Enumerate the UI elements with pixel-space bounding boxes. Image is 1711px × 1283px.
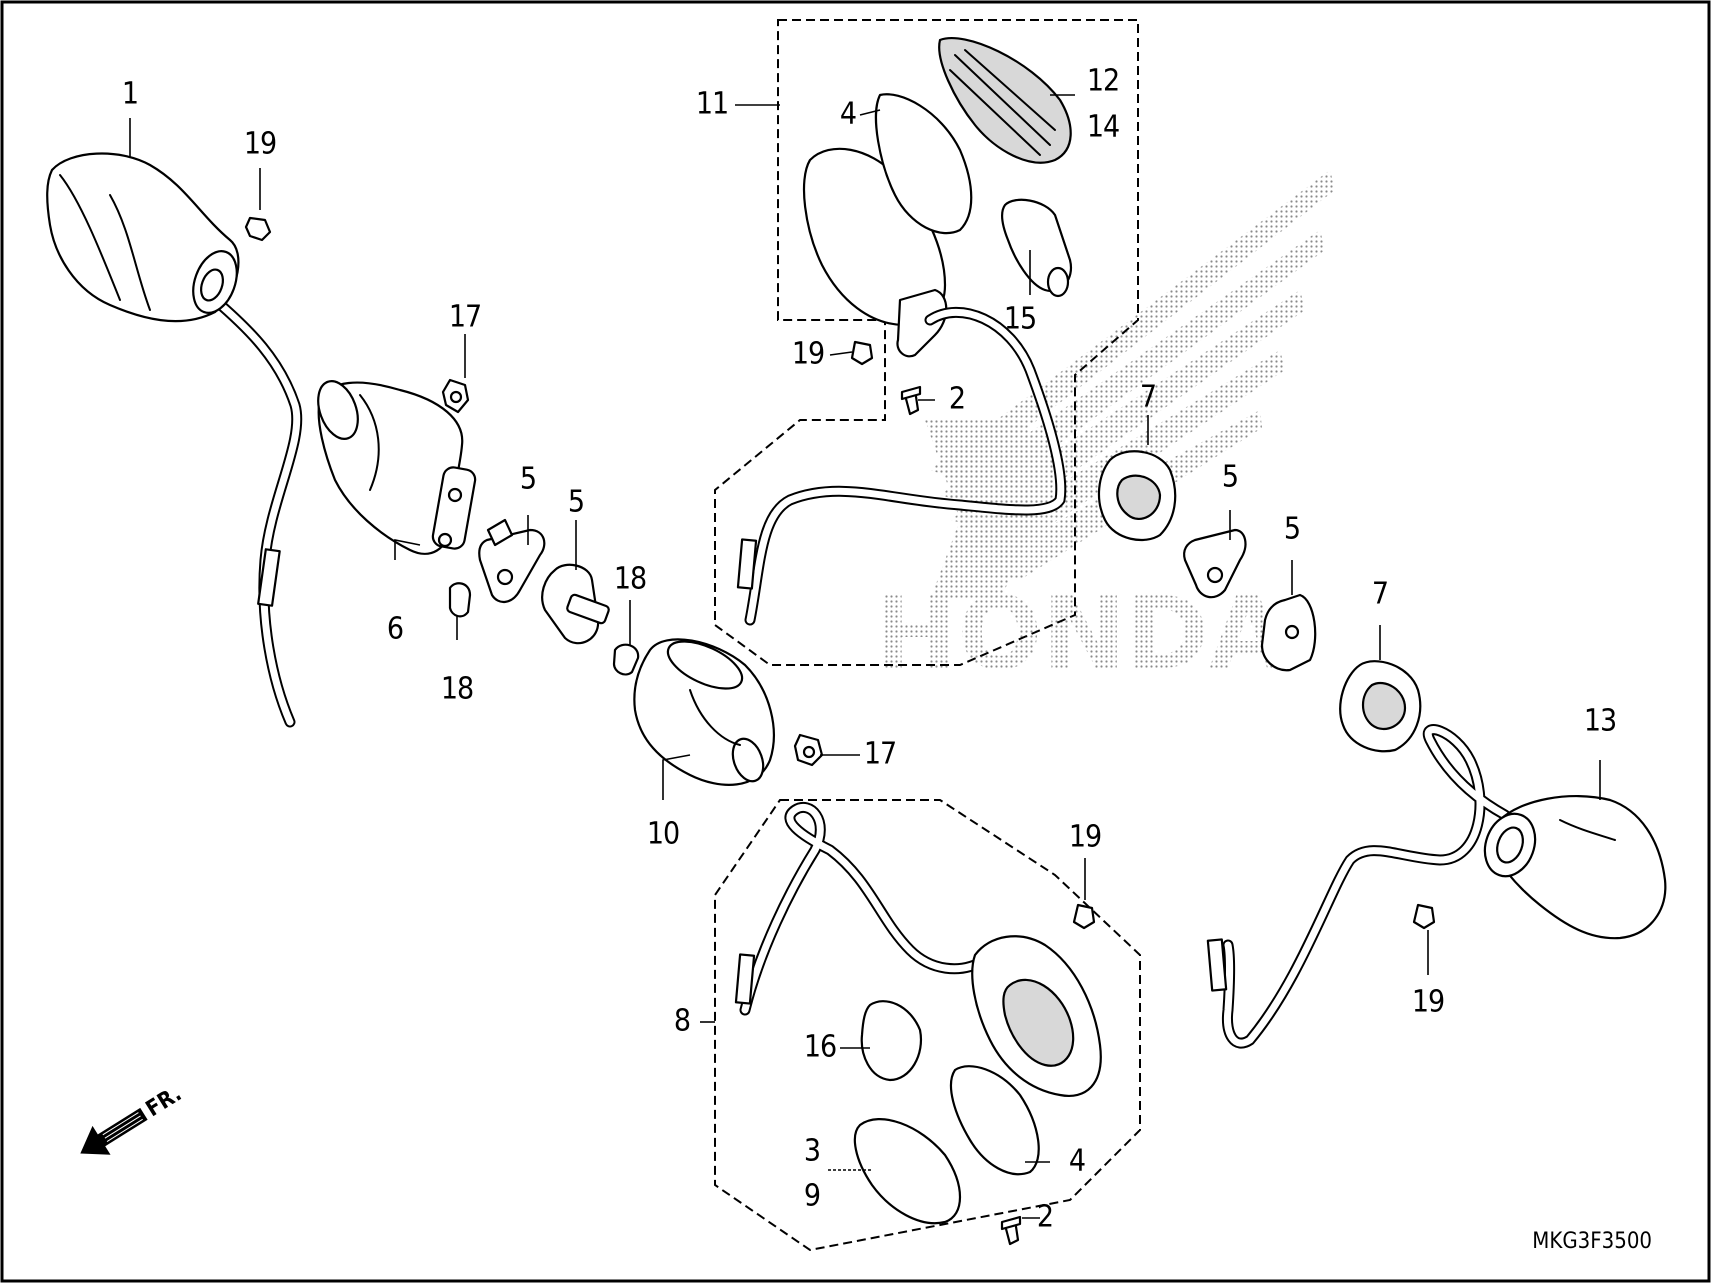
part-stay-5a <box>478 518 546 603</box>
callout-4-lower: 4 <box>1069 1144 1085 1179</box>
callout-9: 9 <box>804 1179 820 1214</box>
part-screw-19-lower <box>1072 903 1096 930</box>
leader-lines <box>129 94 1601 1219</box>
callout-15: 15 <box>1004 302 1036 337</box>
callout-16: 16 <box>804 1030 836 1065</box>
callout-3: 3 <box>804 1134 820 1169</box>
part-screw-19-upper <box>850 340 874 366</box>
part-right-rubber-7a <box>1097 450 1177 542</box>
callout-17-center: 17 <box>864 737 896 772</box>
callout-17-left: 17 <box>449 300 481 335</box>
part-front-right-winker <box>1206 724 1667 1049</box>
callout-10: 10 <box>647 817 679 852</box>
part-screw-19-right <box>1412 903 1436 930</box>
callout-7-a: 7 <box>1140 380 1156 415</box>
part-nut-17-center <box>793 733 824 767</box>
callout-8: 8 <box>674 1004 690 1039</box>
callout-5-right-b: 5 <box>1284 512 1300 547</box>
callout-19-upper: 19 <box>792 337 824 372</box>
diagram-code: MKG3F3500 <box>1532 1229 1652 1254</box>
group-box-8 <box>714 799 1141 1252</box>
callout-13: 13 <box>1584 704 1616 739</box>
part-screw-2-upper <box>900 385 922 416</box>
callout-14: 14 <box>1087 110 1119 145</box>
part-rear-left-winker <box>736 37 1073 626</box>
callout-6: 6 <box>387 612 403 647</box>
callout-5-left-b: 5 <box>568 485 584 520</box>
callout-11: 11 <box>696 87 728 122</box>
part-collar-18-left <box>448 582 472 618</box>
part-collar-18-center <box>612 643 640 676</box>
group-box-11 <box>714 19 1139 666</box>
part-right-rubber-7b <box>1339 660 1422 753</box>
part-screw-2-lower <box>1000 1215 1022 1246</box>
part-front-left-winker <box>46 152 303 728</box>
callout-18-center: 18 <box>614 562 646 597</box>
callout-19-top-left: 19 <box>244 127 276 162</box>
part-stay-5b <box>541 563 610 645</box>
callout-19-right: 19 <box>1412 985 1444 1020</box>
honda-watermark-text: HONDA <box>874 575 1287 692</box>
callout-5-right-a: 5 <box>1222 460 1238 495</box>
part-screw-19-top-left <box>244 216 272 242</box>
callout-19-lower: 19 <box>1069 820 1101 855</box>
front-direction-arrow: FR. <box>80 1082 186 1155</box>
part-stay-5c <box>1183 528 1247 599</box>
callout-2-lower: 2 <box>1037 1200 1053 1235</box>
callout-12: 12 <box>1087 64 1119 99</box>
callout-1: 1 <box>122 77 138 112</box>
callout-18-left: 18 <box>441 672 473 707</box>
part-nut-17-left <box>441 378 470 414</box>
callout-5-left-a: 5 <box>520 462 536 497</box>
part-left-winker-rubber <box>317 380 477 555</box>
part-stay-5d <box>1260 593 1317 672</box>
callout-4-upper: 4 <box>840 97 856 132</box>
honda-wing-watermark: HONDA <box>874 170 1335 692</box>
callout-2-upper: 2 <box>949 382 965 417</box>
callout-7-b: 7 <box>1372 577 1388 612</box>
front-direction-label: FR. <box>142 1082 186 1123</box>
part-center-winker-rubber <box>633 638 775 786</box>
part-rear-right-winker <box>734 802 1102 1225</box>
